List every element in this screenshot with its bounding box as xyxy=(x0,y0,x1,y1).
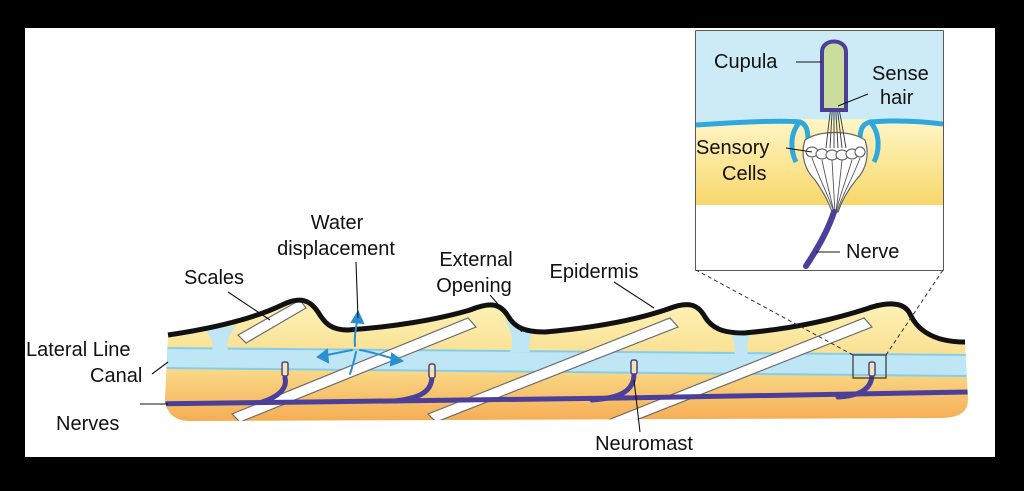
canal-opening-1 xyxy=(205,326,236,350)
label-hair: hair xyxy=(880,87,914,109)
scale-3 xyxy=(426,317,680,421)
inset-water xyxy=(696,31,943,131)
leader-lines xyxy=(140,261,655,433)
skin-cross-section xyxy=(165,297,968,421)
label-neuromast: Neuromast xyxy=(595,433,693,455)
scale-2 xyxy=(230,317,478,421)
label-cells: Cells xyxy=(722,163,766,185)
label-nerve: Nerve xyxy=(846,241,899,263)
nerve-branch-1 xyxy=(259,375,288,405)
scales xyxy=(230,300,874,421)
epidermis-outline xyxy=(167,297,966,345)
neuromast-4 xyxy=(868,361,876,377)
scale-1 xyxy=(237,300,307,344)
zoom-box xyxy=(852,354,887,379)
canal-opening-3 xyxy=(728,330,752,356)
label-epidermis: Epidermis xyxy=(550,261,639,283)
label-sense: Sense xyxy=(872,63,929,85)
inset-connectors xyxy=(695,269,944,356)
label-opening: Opening xyxy=(436,275,512,297)
label-external: External xyxy=(439,249,512,271)
inset-nerve xyxy=(803,209,837,269)
label-cupula: Cupula xyxy=(714,51,778,73)
neuromast-3 xyxy=(630,359,638,375)
label-displacement: displacement xyxy=(277,238,395,260)
label-water: Water xyxy=(311,212,364,234)
nerve-branch-3 xyxy=(589,371,637,403)
label-lateral-line: Lateral Line xyxy=(26,339,131,361)
label-scales: Scales xyxy=(184,267,244,289)
neuromast-2 xyxy=(428,363,436,379)
neuromast-1 xyxy=(281,361,289,377)
sensory-cells xyxy=(805,146,866,161)
label-sensory: Sensory xyxy=(696,137,769,159)
neuromasts xyxy=(281,359,876,379)
labels: Water displacement Scales External Openi… xyxy=(26,51,929,455)
label-canal: Canal xyxy=(90,365,142,387)
label-nerves: Nerves xyxy=(56,413,119,435)
cupula xyxy=(820,39,848,112)
nerve-branch-2 xyxy=(392,373,435,404)
neuromast-inset xyxy=(695,30,944,271)
scale-4 xyxy=(606,317,874,421)
